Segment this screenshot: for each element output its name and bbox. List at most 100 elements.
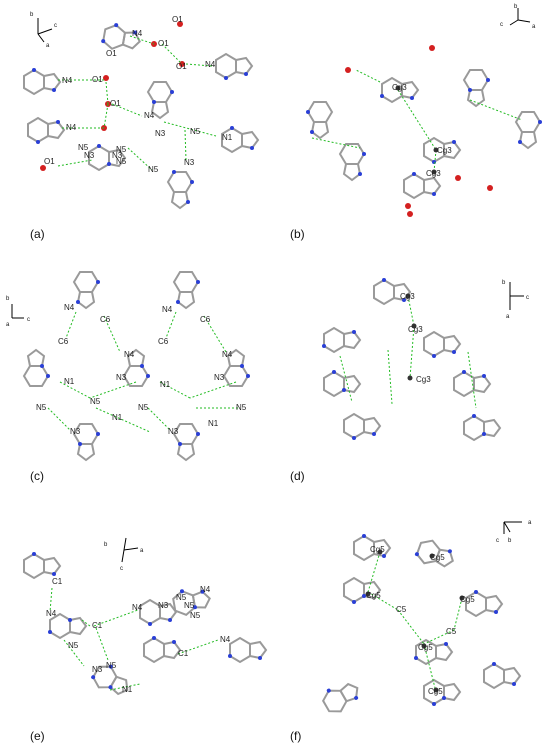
axis-triad-b: b a c: [500, 4, 536, 30]
atom-label: N5: [148, 165, 159, 174]
molecule: [228, 636, 268, 664]
atom-label: C6: [58, 337, 69, 346]
atom-label: N4: [46, 609, 57, 618]
axis-label-b: b: [6, 296, 10, 302]
atom-label: O1: [106, 49, 117, 58]
centroid-label: Cg3: [392, 83, 407, 92]
molecule: [414, 638, 454, 666]
axis-triad-f: a c b: [496, 520, 532, 544]
atom-label: N5: [90, 397, 101, 406]
axis-label-b: b: [502, 280, 506, 286]
atom-label: N4: [144, 111, 155, 120]
atom-label: N5: [138, 403, 149, 412]
molecule: [463, 414, 502, 442]
molecule: [143, 636, 182, 664]
molecule: [353, 534, 392, 562]
molecule: [380, 76, 420, 104]
atom-label: N1: [112, 413, 123, 422]
axis-label-b: b: [104, 542, 108, 548]
panel-f: a c b Cg5 Cg5 Cg5 C5 Cg5 C5 Cg5: [290, 520, 532, 743]
atom-label: C5: [446, 627, 457, 636]
atom-label: N4: [64, 303, 75, 312]
atom-label: N4: [66, 123, 77, 132]
panel-e: b a c C1 N4 C1 N5 N4 N3 N5 N5 C1 N4: [23, 537, 268, 743]
atom-label: N4: [62, 76, 73, 85]
molecule: [72, 423, 100, 462]
atom-label: C1: [52, 577, 63, 586]
atom-label: O1: [110, 99, 121, 108]
molecule: [321, 682, 359, 713]
molecule: [423, 330, 462, 358]
axis-triad-c: b c a: [6, 296, 30, 328]
hbonds-a: [57, 35, 217, 171]
atom-label: N5: [190, 611, 201, 620]
panel-caption-e: (e): [30, 729, 45, 743]
atom-labels-e: C1 N4 C1 N5 N4 N3 N5 N5 C1 N4 N3 N5 N1 N…: [46, 577, 231, 694]
atom-label: N5: [68, 641, 79, 650]
molecule: [91, 664, 129, 696]
molecule: [322, 326, 362, 354]
atom-label: O1: [172, 15, 183, 24]
axis-label-c: c: [54, 23, 57, 29]
atom-label: N3: [155, 129, 166, 138]
atom-label: C1: [92, 621, 103, 630]
molecule: [343, 412, 382, 440]
atom-label: N1: [160, 380, 171, 389]
atom-label: N3: [158, 601, 169, 610]
atom-label: C6: [100, 315, 111, 324]
axis-triad-a: b c a: [30, 12, 57, 49]
atom-label: N5: [184, 601, 195, 610]
centroid-label: Cg5: [418, 643, 433, 652]
atom-label: N3: [112, 151, 123, 160]
molecule: [343, 576, 382, 604]
molecules-f: [321, 534, 522, 713]
molecule: [306, 101, 334, 140]
atom-label: N5: [106, 661, 117, 670]
molecule: [483, 662, 522, 690]
atom-label: N4: [220, 635, 231, 644]
atom-labels-f: Cg5 Cg5 Cg5 C5 Cg5 C5 Cg5 Cg5: [366, 545, 475, 696]
molecules-e: [23, 552, 268, 696]
atom-label: C5: [396, 605, 407, 614]
water: [345, 45, 493, 217]
centroid-label: Cg3: [408, 325, 423, 334]
molecule: [215, 52, 254, 80]
panel-d: b c a Cg3 Cg3 Cg3 (d): [290, 278, 529, 483]
atom-label: N1: [208, 419, 219, 428]
axis-label-a: a: [532, 24, 536, 30]
atom-label: N5: [176, 593, 187, 602]
molecule: [27, 116, 66, 144]
axis-label-b: b: [508, 538, 512, 544]
axis-label-a: a: [528, 520, 532, 526]
panel-caption-b: (b): [290, 227, 305, 241]
atom-label: C6: [158, 337, 169, 346]
molecule: [423, 678, 462, 706]
atom-label: N1: [122, 685, 133, 694]
molecule: [122, 348, 150, 387]
molecule: [101, 23, 141, 50]
panel-caption-f: (f): [290, 729, 301, 743]
molecule: [403, 172, 442, 200]
centroid-label: Cg3: [416, 375, 431, 384]
atom-label: N1: [64, 377, 75, 386]
atom-label: N3: [84, 151, 95, 160]
molecule: [221, 126, 260, 154]
molecule: [222, 348, 250, 387]
atom-label: N5: [36, 403, 47, 412]
atom-labels-b: Cg3 Cg3 Cg3: [392, 83, 452, 178]
molecule: [22, 348, 50, 387]
centroid-label: Cg5: [430, 553, 445, 562]
axis-label-c: c: [496, 538, 499, 544]
atom-label: O1: [158, 39, 169, 48]
axis-label-b: b: [514, 4, 518, 10]
centroid-label: Cg5: [428, 687, 443, 696]
atom-label: C6: [200, 315, 211, 324]
axis-label-a: a: [140, 548, 144, 554]
hbonds-c: [47, 311, 240, 433]
centroid-links-b: [311, 69, 523, 173]
axis-label-c: c: [500, 22, 503, 28]
atom-label: N5: [236, 403, 247, 412]
atom-label: N3: [116, 373, 127, 382]
molecule: [514, 111, 542, 150]
